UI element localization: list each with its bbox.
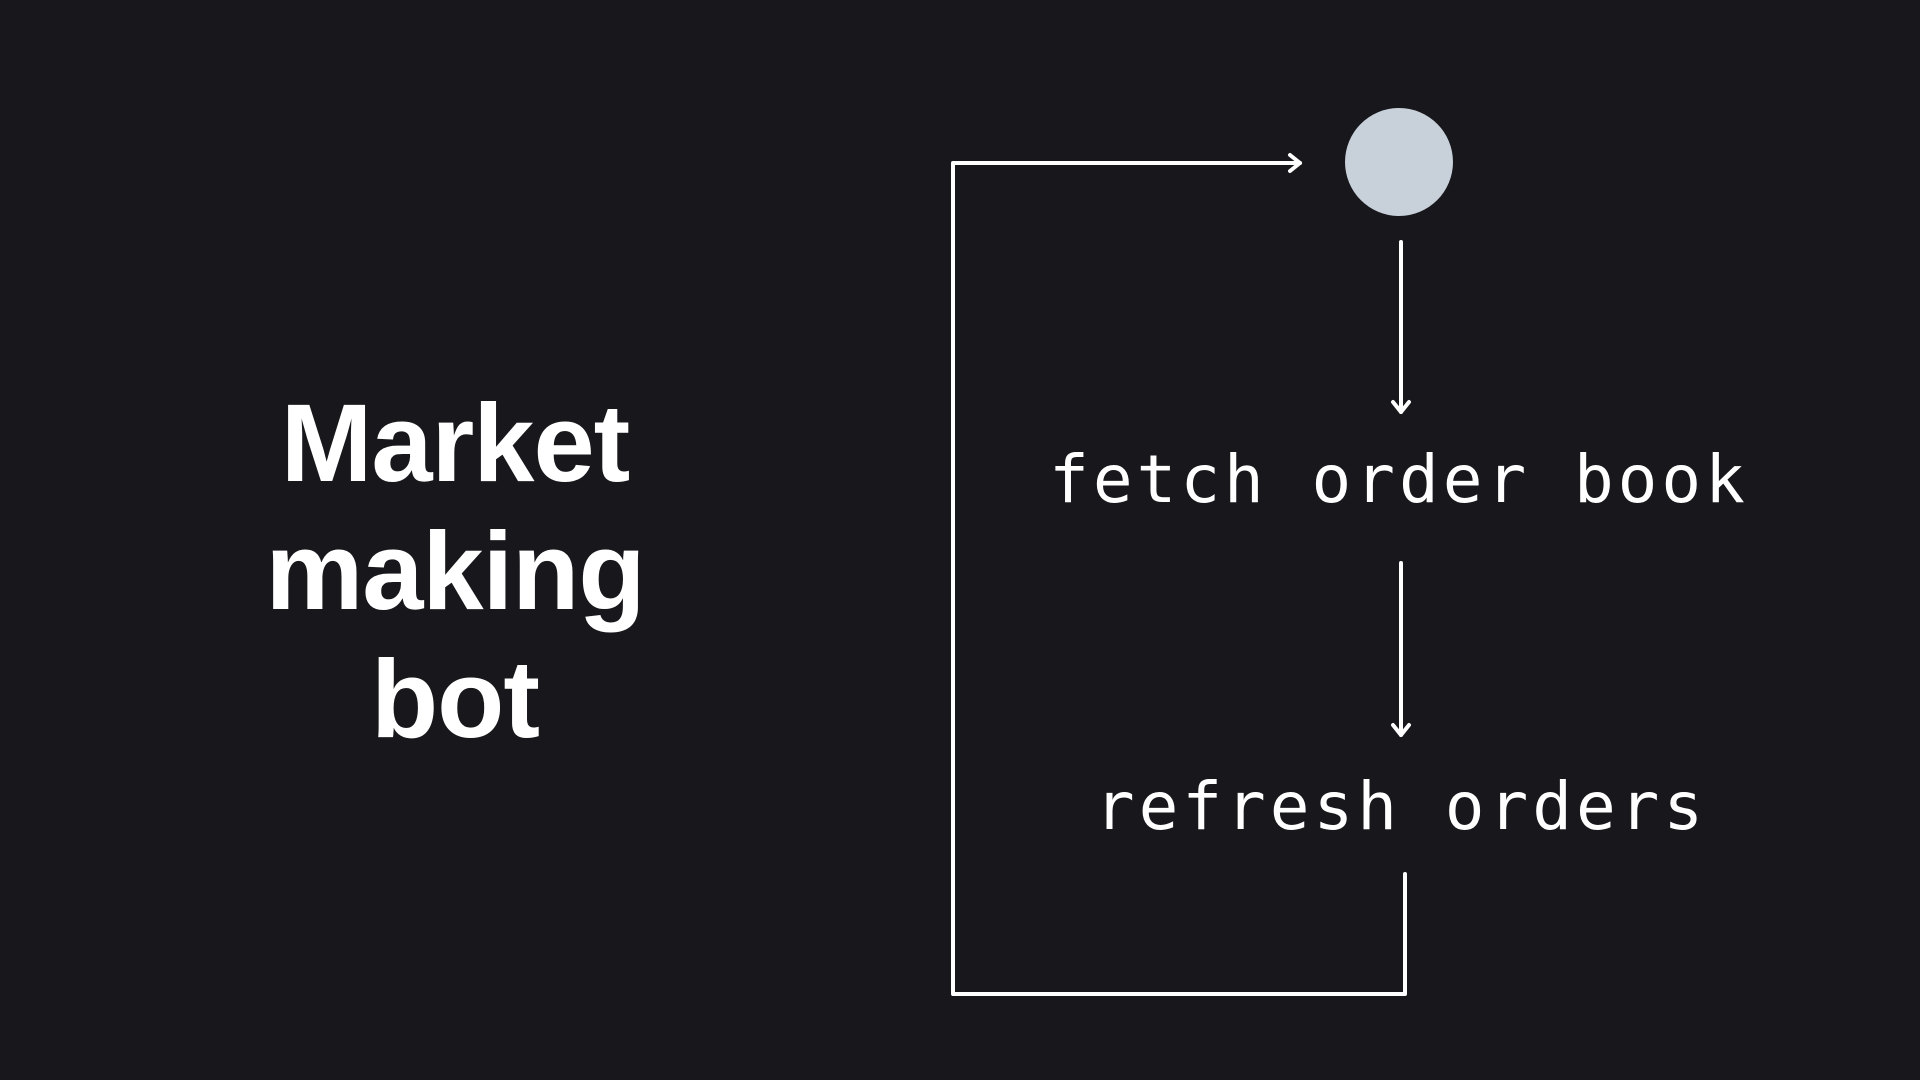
fetch-to-refresh-arrowhead [1391,723,1411,737]
title-line-3: bot [370,638,540,761]
start-node [1345,108,1453,216]
step-fetch-order-book: fetch order book [1049,441,1749,518]
start-to-fetch-arrowhead [1391,400,1411,414]
page-title: Market making bot [160,380,750,764]
title-line-1: Market [280,382,631,505]
title-line-2: making [265,510,645,633]
loop-back-connector [951,161,1407,996]
step-refresh-orders: refresh orders [1094,768,1708,845]
loop-back-arrowhead [1288,153,1302,173]
